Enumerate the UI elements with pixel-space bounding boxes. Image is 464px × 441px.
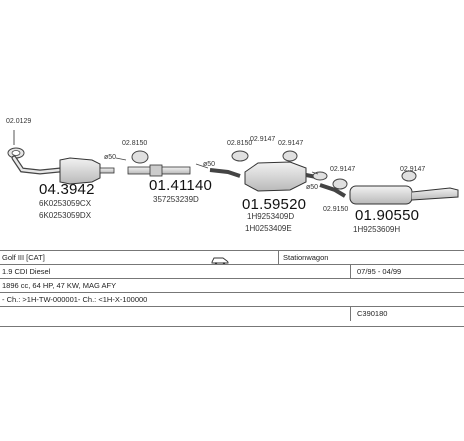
label-dia-3: ø50 — [306, 184, 319, 191]
catalog-number: C390180 — [357, 309, 388, 318]
vehicle-body: Stationwagon — [283, 253, 329, 262]
dimension-arrows — [115, 157, 319, 175]
label-dia-1: ø50 — [104, 154, 117, 161]
rear-silencer-part — [312, 170, 459, 205]
vehicle-info-table: Golf III [CAT] Stationwagon 1.9 CDI Dies… — [0, 250, 464, 330]
part-ref-4a: 1H9253609H — [353, 225, 401, 234]
info-row-model: Golf III [CAT] Stationwagon — [0, 250, 464, 265]
table-bottom-border — [0, 326, 464, 327]
part-ref-3a: 1H9253409D — [247, 212, 295, 221]
label-clamp-f: 02.9147 — [400, 166, 426, 173]
label-clamp-g: 02.9150 — [323, 206, 349, 213]
exhaust-system-diagram: 02.0129 02.8150 02.8150 02.9147 02.9147 … — [6, 118, 459, 234]
part-code-1: 04.3942 — [39, 181, 95, 198]
label-clamp-a: 02.8150 — [122, 140, 148, 147]
center-silencer-part — [209, 150, 323, 192]
part-code-2: 01.41140 — [149, 177, 213, 194]
part-ref-1b: 6K0253059DX — [39, 211, 92, 220]
vehicle-chassis: - Ch.: >1H-TW-000001- Ch.: <1H-X-100000 — [2, 295, 148, 304]
label-clamp-b: 02.8150 — [227, 140, 253, 147]
vehicle-model: Golf III [CAT] — [2, 253, 45, 262]
label-clamp-e: 02.9147 — [330, 166, 356, 173]
info-row-spec: 1896 cc, 64 HP, 47 KW, MAG AFY — [0, 278, 464, 293]
info-row-chassis: - Ch.: >1H-TW-000001- Ch.: <1H-X-100000 — [0, 292, 464, 307]
exhaust-drawing — [7, 130, 459, 205]
catalyst-part — [11, 155, 115, 185]
part-code-3: 01.59520 — [242, 196, 307, 213]
part-ref-1a: 6K0253059CX — [39, 199, 92, 208]
vehicle-spec: 1896 cc, 64 HP, 47 KW, MAG AFY — [2, 281, 117, 290]
info-row-engine: 1.9 CDI Diesel 07/95 - 04/99 — [0, 264, 464, 279]
part-ref-2a: 357253239D — [153, 195, 199, 204]
gasket-part — [7, 130, 25, 159]
label-top-left: 02.0129 — [6, 118, 32, 125]
vehicle-years: 07/95 - 04/99 — [357, 267, 402, 276]
info-row-catalog: C390180 — [0, 306, 464, 321]
part-ref-3b: 1H0253409E — [245, 224, 292, 233]
middle-pipe-part — [127, 150, 191, 177]
vehicle-engine: 1.9 CDI Diesel — [2, 267, 51, 276]
label-clamp-d: 02.9147 — [278, 140, 304, 147]
part-code-4: 01.90550 — [355, 207, 420, 224]
label-clamp-c: 02.9147 — [250, 136, 276, 143]
label-dia-2: ø50 — [203, 161, 216, 168]
